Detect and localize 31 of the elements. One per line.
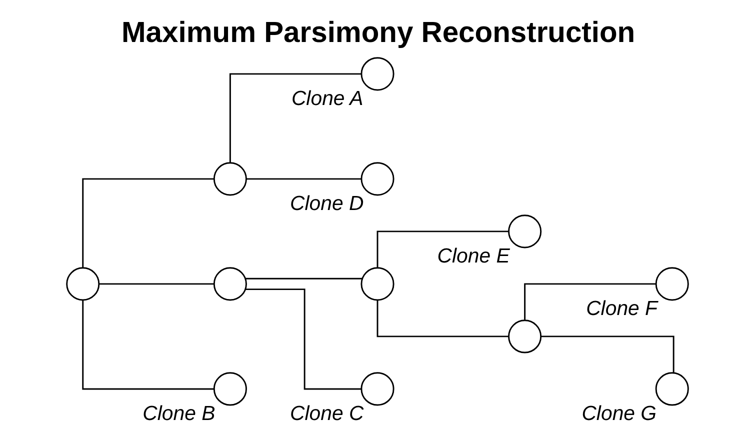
connector xyxy=(82,178,214,268)
node-label: Clone F xyxy=(586,298,658,320)
connector xyxy=(246,178,362,180)
node-circle xyxy=(213,372,247,406)
node-circle xyxy=(213,267,247,301)
connector xyxy=(245,278,362,280)
node-label: Clone C xyxy=(290,402,364,425)
node-circle xyxy=(508,320,542,354)
node-label: Clone D xyxy=(290,192,364,215)
connector xyxy=(246,288,362,390)
connector xyxy=(541,336,674,373)
connector xyxy=(524,283,656,320)
node-label: Clone A xyxy=(291,88,364,110)
node-circle xyxy=(360,57,394,91)
node-circle xyxy=(655,267,689,301)
node-circle xyxy=(508,214,542,248)
node-circle xyxy=(360,267,394,301)
node-circle xyxy=(66,267,100,301)
node-label: Clone G xyxy=(582,402,657,425)
node-circle xyxy=(213,162,247,196)
connector xyxy=(82,300,214,390)
node-circle xyxy=(655,372,689,406)
node-circle xyxy=(360,372,394,406)
node-circle xyxy=(360,162,394,196)
connector xyxy=(376,300,508,338)
node-label: Clone E xyxy=(437,245,510,268)
node-label: Clone B xyxy=(142,402,216,425)
connector xyxy=(99,283,214,285)
connector xyxy=(376,230,508,268)
connector xyxy=(229,73,362,163)
diagram-title: Maximum Parsimony Reconstruction xyxy=(122,16,636,49)
